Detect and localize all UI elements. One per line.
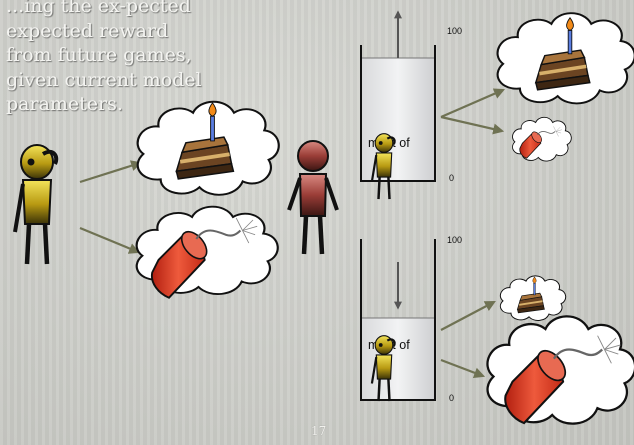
scale-max-bottom: 100	[447, 235, 462, 245]
dynamite-thought-cloud	[135, 205, 279, 299]
arrow-to-cake-thought	[79, 160, 143, 184]
dynamite-thought-small	[512, 116, 572, 162]
agent-figure	[15, 145, 56, 264]
arrow-to-dynamite-thought	[79, 226, 141, 254]
opponent-figure	[289, 141, 337, 254]
cake-thought-large	[496, 12, 634, 105]
scale-max-top: 100	[447, 26, 462, 36]
scale-min-bottom: 0	[449, 393, 454, 403]
arrow-bottom-cake	[440, 300, 496, 331]
cake-thought-small	[499, 275, 567, 321]
arrow-bottom-dynamite	[440, 358, 486, 379]
scale-min-top: 0	[449, 173, 454, 183]
agent-icon-top	[370, 132, 396, 201]
arrow-top-cake	[440, 88, 506, 119]
dynamite-thought-large	[486, 315, 634, 425]
merit-meter-top: merit of 100 0	[360, 10, 462, 201]
cake-thought-cloud	[136, 100, 280, 196]
merit-meter-bottom: merit of 100 0	[360, 235, 462, 403]
body-text: ...ing the ex-pected expected reward fro…	[6, 0, 202, 115]
page-number: 17	[311, 424, 327, 438]
arrow-top-dynamite	[440, 115, 505, 135]
